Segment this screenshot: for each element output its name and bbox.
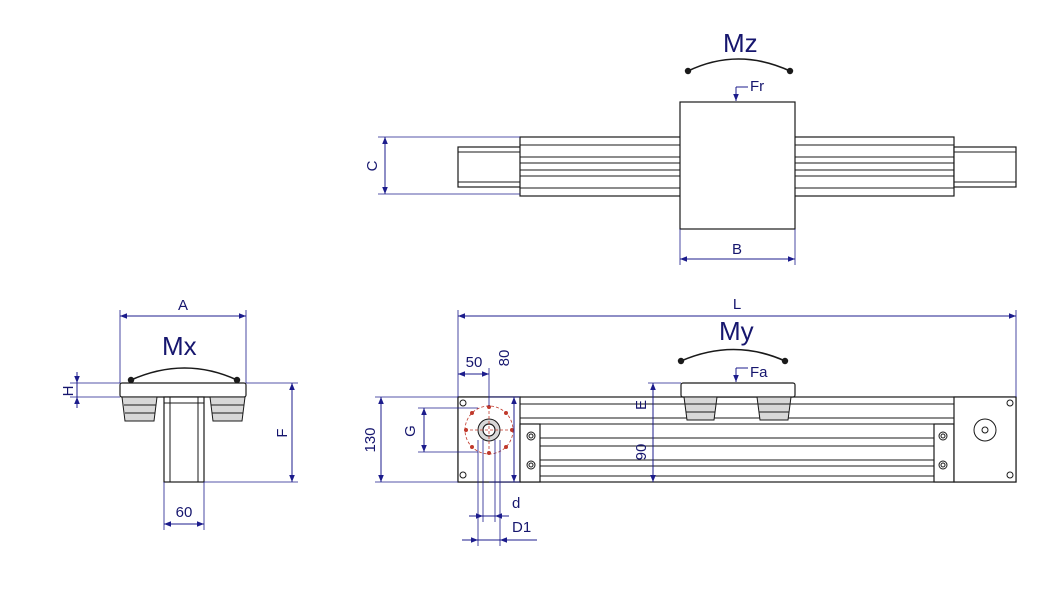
front-rail-body: [457, 396, 1017, 483]
label-f: F: [274, 428, 291, 437]
mounting-hole: [464, 428, 468, 432]
label-h: H: [60, 386, 77, 397]
side-carriage-plate: [119, 382, 247, 398]
mounting-hole: [510, 428, 514, 432]
mz-arc: [684, 58, 794, 75]
top-rail-end-right: [793, 136, 955, 197]
label-c: C: [364, 160, 381, 171]
front-wheel-right: [756, 396, 792, 421]
front-wheel-left: [683, 396, 718, 421]
label-fr: Fr: [750, 78, 764, 95]
label-60: 60: [176, 504, 193, 521]
label-b: B: [732, 241, 742, 258]
front-carriage-plate: [680, 382, 796, 398]
top-view: Mz Fr C B: [364, 28, 1017, 265]
top-carriage: [679, 101, 796, 230]
side-rail-profile: [163, 396, 205, 483]
front-pulley-block-left: [519, 423, 541, 483]
mounting-hole: [470, 445, 474, 449]
label-50: 50: [466, 354, 483, 371]
mounting-hole: [487, 405, 491, 409]
label-130: 130: [362, 427, 379, 452]
mounting-hole: [504, 411, 508, 415]
my-arc: [677, 348, 789, 365]
label-d1: D1: [512, 519, 531, 536]
label-mx: Mx: [162, 331, 197, 361]
top-rail-right: [953, 146, 1017, 188]
label-fa: Fa: [750, 364, 768, 381]
label-d: d: [512, 495, 520, 512]
label-mz: Mz: [723, 28, 758, 58]
front-idler-pulley: [973, 418, 997, 442]
mounting-hole: [487, 451, 491, 455]
label-l: L: [733, 296, 741, 313]
side-wheel-left: [121, 396, 158, 422]
front-view: L My Fa E 90 50 80 130 G: [362, 296, 1017, 546]
label-80: 80: [496, 350, 513, 367]
mx-arc: [127, 367, 241, 384]
label-a: A: [178, 297, 188, 314]
front-pulley-block-right: [933, 423, 955, 483]
mounting-hole: [470, 411, 474, 415]
label-90: 90: [633, 444, 650, 461]
side-wheel-right: [209, 396, 246, 422]
label-e: E: [633, 400, 650, 410]
mounting-hole: [504, 445, 508, 449]
label-my: My: [719, 316, 754, 346]
front-end-plate-right: [953, 396, 1017, 483]
label-g: G: [402, 425, 419, 437]
side-view: A Mx H F 60: [60, 297, 298, 530]
top-rail-end-left: [519, 136, 682, 197]
